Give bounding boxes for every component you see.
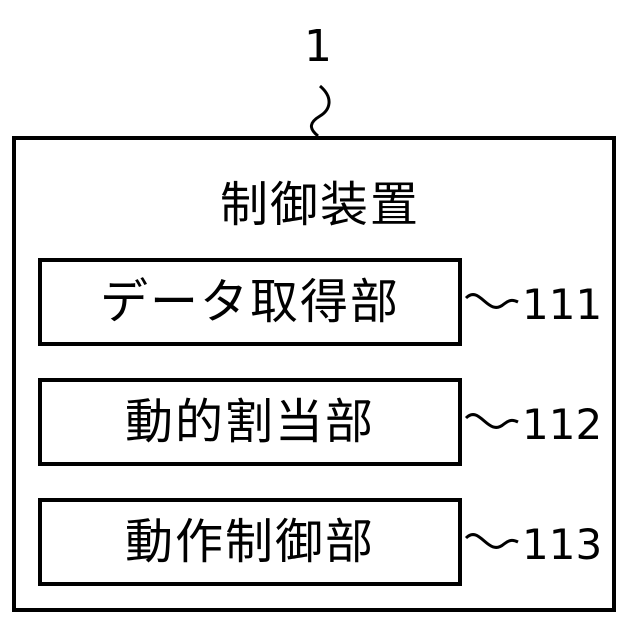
data-acquisition-unit-box: データ取得部 bbox=[38, 258, 462, 346]
control-device-title: 制御装置 bbox=[0, 178, 640, 232]
operation-control-unit-ref: 113 bbox=[522, 524, 602, 566]
device-leader-line bbox=[311, 86, 329, 136]
device-reference-number: 1 bbox=[304, 26, 332, 68]
dynamic-allocation-unit-label: 動的割当部 bbox=[125, 395, 375, 449]
operation-control-unit-label: 動作制御部 bbox=[125, 515, 375, 569]
dynamic-allocation-unit-box: 動的割当部 bbox=[38, 378, 462, 466]
operation-control-unit-box: 動作制御部 bbox=[38, 498, 462, 586]
data-acquisition-unit-ref: 111 bbox=[522, 284, 602, 326]
data-acquisition-unit-label: データ取得部 bbox=[100, 275, 400, 329]
dynamic-allocation-unit-ref: 112 bbox=[522, 404, 602, 446]
